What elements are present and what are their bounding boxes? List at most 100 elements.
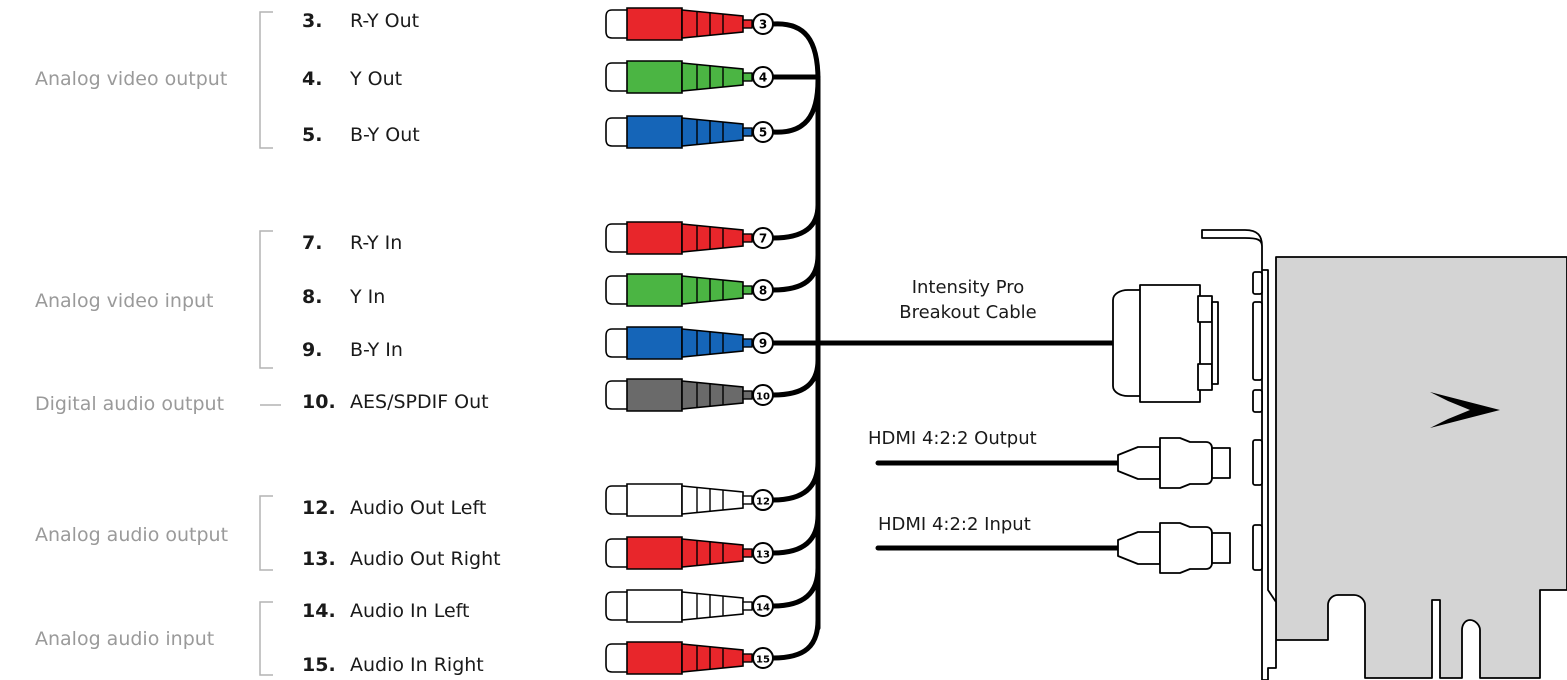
connector-name: B-Y Out bbox=[350, 124, 420, 146]
rca-plug-grip bbox=[681, 223, 744, 253]
rca-plug-grip bbox=[681, 62, 744, 92]
rca-plug-collar bbox=[742, 338, 753, 348]
rca-plug-collar bbox=[742, 601, 753, 611]
rca-plug-5: 5 bbox=[605, 115, 774, 149]
rca-plug-body bbox=[626, 273, 683, 307]
connector-number: 14. bbox=[302, 600, 336, 622]
rca-plug-tip bbox=[605, 117, 627, 147]
pci-bracket-port-dvi bbox=[1252, 301, 1263, 381]
cable-tree bbox=[770, 21, 1123, 661]
rca-plug-collar bbox=[742, 19, 753, 29]
badge-number: 12 bbox=[756, 497, 770, 508]
rca-plug-grip bbox=[681, 9, 744, 39]
connector-number: 5. bbox=[302, 124, 323, 146]
bracket-analog-video-input bbox=[259, 230, 273, 369]
rca-plug-tip bbox=[605, 485, 627, 515]
rca-plug-15: 15 bbox=[605, 641, 774, 675]
wire-14 bbox=[770, 565, 821, 609]
wire-7 bbox=[770, 202, 821, 241]
badge-circle bbox=[752, 384, 774, 406]
rca-plug-tip bbox=[605, 62, 627, 92]
rca-plug-8: 8 bbox=[605, 273, 774, 307]
rca-plug-13: 13 bbox=[605, 536, 774, 570]
registered-mark: ® bbox=[1517, 443, 1526, 453]
rca-plug-tip bbox=[605, 380, 627, 410]
db-connector-screw-bottom bbox=[1197, 363, 1213, 391]
hdmi-output-housing bbox=[1159, 437, 1213, 489]
rca-plug-grip bbox=[681, 275, 744, 305]
connector-name: AES/SPDIF Out bbox=[350, 391, 489, 413]
connector-number: 8. bbox=[302, 286, 323, 308]
badge-circle bbox=[752, 121, 774, 143]
rca-plug-4: 4 bbox=[605, 60, 774, 94]
rca-plug-collar bbox=[742, 285, 753, 295]
badge-number: 13 bbox=[756, 550, 770, 561]
wire-12 bbox=[770, 459, 821, 503]
rca-plug-body bbox=[626, 536, 683, 570]
rca-plug-tip bbox=[605, 643, 627, 673]
rca-plug-grip bbox=[681, 485, 744, 515]
rca-plug-collar bbox=[742, 127, 753, 137]
group-label-analog-video-output: Analog video output bbox=[35, 68, 228, 90]
rca-plug-tip bbox=[605, 9, 627, 39]
db-connector-shell bbox=[1112, 289, 1153, 397]
badge-number: 5 bbox=[759, 126, 767, 140]
connector-number: 3. bbox=[302, 10, 323, 32]
rca-plug-tip bbox=[605, 328, 627, 358]
rca-plug-body bbox=[626, 641, 683, 675]
rca-plug-14: 14 bbox=[605, 589, 774, 623]
bracket-analog-audio-output bbox=[259, 495, 273, 571]
rca-plug-grip bbox=[681, 538, 744, 568]
db-connector-plate bbox=[1211, 301, 1219, 385]
rca-plug-body bbox=[626, 115, 683, 149]
badge-number: 14 bbox=[756, 603, 770, 614]
rca-plug-tip bbox=[605, 591, 627, 621]
connector-label-3: 3.R-Y Out bbox=[302, 10, 419, 32]
rca-plug-10: 10 bbox=[605, 378, 774, 412]
wire-8 bbox=[770, 252, 821, 293]
connector-label-14: 14. Audio In Left bbox=[302, 600, 469, 622]
rca-plug-12: 12 bbox=[605, 483, 774, 517]
connector-label-13: 13.Audio Out Right bbox=[302, 548, 501, 570]
rca-plug-collar bbox=[742, 653, 753, 663]
pci-bracket-port-small-top bbox=[1252, 271, 1263, 295]
rca-plug-3: 3 bbox=[605, 7, 774, 41]
connector-label-4: 4.Y Out bbox=[302, 68, 402, 90]
badge-number: 8 bbox=[759, 284, 767, 298]
pci-express-chevron-icon bbox=[1430, 392, 1500, 428]
rca-plug-collar bbox=[742, 495, 753, 505]
bracket-analog-video-output bbox=[259, 11, 273, 149]
badge-circle bbox=[752, 595, 774, 617]
rca-plug-body bbox=[626, 326, 683, 360]
connector-label-9: 9.B-Y In bbox=[302, 339, 403, 361]
hdmi-input-boot bbox=[1117, 531, 1161, 565]
badge-circle bbox=[752, 647, 774, 669]
pci-card-board bbox=[1275, 256, 1567, 679]
pci-bracket-port-small-bottom bbox=[1252, 389, 1263, 413]
badge-number: 10 bbox=[756, 392, 770, 403]
breakout-cable-label-line1: Intensity Pro bbox=[911, 277, 1025, 298]
badge-number: 15 bbox=[756, 655, 770, 666]
wire-13 bbox=[770, 512, 821, 556]
wire-15 bbox=[770, 617, 821, 661]
hdmi-input-label: HDMI 4:2:2 Input bbox=[878, 514, 1031, 535]
rca-plug-tip bbox=[605, 223, 627, 253]
connector-label-12: 12.Audio Out Left bbox=[302, 497, 486, 519]
badge-number: 4 bbox=[759, 71, 767, 85]
rca-plug-grip bbox=[681, 117, 744, 147]
badge-number: 9 bbox=[759, 337, 767, 351]
connector-label-10: 10.AES/SPDIF Out bbox=[302, 391, 489, 413]
connector-name: Audio In Left bbox=[350, 600, 470, 622]
db-connector-screw-top bbox=[1197, 295, 1213, 323]
connector-name: R-Y In bbox=[350, 232, 403, 254]
rca-plug-collar bbox=[742, 233, 753, 243]
pci-bracket-port-hdmi-out bbox=[1252, 439, 1263, 486]
hdmi-input-housing bbox=[1159, 522, 1213, 574]
hdmi-output-connector bbox=[1117, 437, 1231, 489]
connector-number: 12. bbox=[302, 497, 336, 519]
connector-number: 4. bbox=[302, 68, 323, 90]
rca-plug-body bbox=[626, 378, 683, 412]
connector-name: Audio In Right bbox=[350, 654, 484, 676]
breakout-cable-label: Intensity Pro Breakout Cable bbox=[880, 275, 1056, 325]
